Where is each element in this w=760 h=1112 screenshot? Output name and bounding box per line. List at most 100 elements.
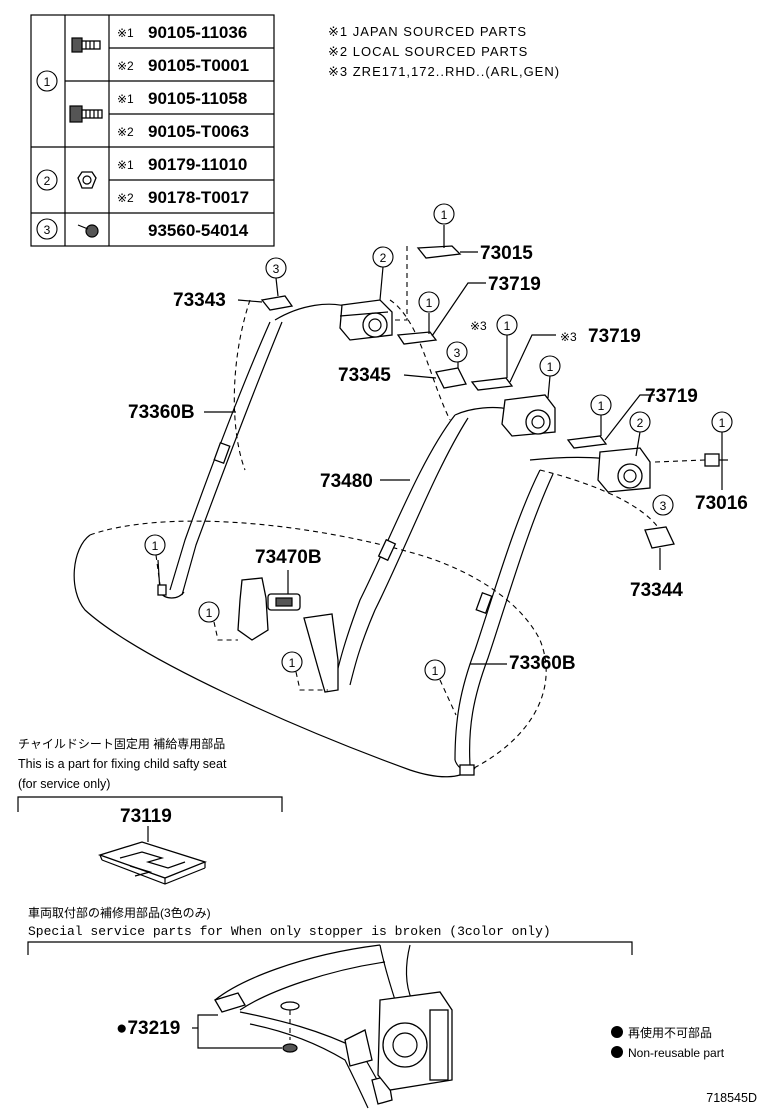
svg-text:1: 1 [289, 656, 296, 670]
stopper-detail-illustration [214, 944, 453, 1109]
callout-73719a: 73719 [488, 274, 541, 295]
svg-text:※2: ※2 [117, 125, 134, 139]
stopper-retractor [377, 991, 453, 1091]
flange-bolt-icon [69, 105, 103, 123]
parts-table: 1 2 3 ※1 9 [30, 14, 275, 247]
center-seat-belt-assembly [334, 394, 556, 686]
svg-text:1: 1 [441, 208, 448, 222]
callout-73345: 73345 [338, 365, 391, 386]
right-retractor [597, 447, 651, 493]
marker-1: 1 [539, 355, 561, 399]
svg-text:Non-reusable part: Non-reusable part [628, 1046, 725, 1060]
child-seat-section: チャイルドシート固定用 補給専用部品 This is a part for fi… [17, 736, 283, 885]
svg-text:3: 3 [44, 223, 51, 237]
anchor-cover-73343: 73343 [173, 290, 294, 311]
callout-73343: 73343 [173, 290, 226, 311]
left-retractor [339, 299, 393, 341]
legend: 再使用不可部品 Non-reusable part [611, 1025, 725, 1060]
marker-2: 2 [372, 246, 394, 301]
svg-text:1: 1 [432, 664, 439, 678]
svg-text:2: 2 [380, 251, 387, 265]
svg-text:90105-11036: 90105-11036 [148, 23, 247, 42]
plate-73719-rhd [470, 334, 556, 391]
svg-text:車両取付部の補修用部品(3色のみ): 車両取付部の補修用部品(3色のみ) [28, 905, 211, 920]
seat-cushion-outline [73, 299, 661, 778]
marker-1: 1 [418, 291, 440, 313]
svg-text:1: 1 [44, 75, 51, 89]
marker-3: 3 [652, 494, 674, 516]
svg-text:90179-11010: 90179-11010 [148, 155, 247, 174]
table-group-marker: 3 [36, 218, 58, 240]
svg-text:1: 1 [719, 416, 726, 430]
plate-73719-upper [396, 282, 486, 345]
right-seat-belt-assembly [454, 447, 651, 776]
svg-text:※1: ※1 [117, 26, 134, 40]
callout-73015: 73015 [480, 243, 533, 264]
callout-73719b: 73719 [588, 326, 641, 347]
svg-text:90105-T0001: 90105-T0001 [148, 56, 249, 75]
marker-1: 1 [590, 394, 612, 416]
table-row: 93560-54014 [148, 221, 249, 240]
plate-73719-right [566, 394, 655, 449]
child-seat-anchor-73119 [97, 841, 207, 885]
marker-1: 1 [496, 314, 518, 336]
svg-text:Special service parts fo: Special service parts for When only stop… [28, 924, 551, 939]
svg-text:1: 1 [206, 606, 213, 620]
svg-text:This is a part for fixing chil: This is a part for fixing child safty se… [18, 757, 227, 771]
table-row: ※2 90178-T0017 [117, 188, 249, 207]
svg-text:1: 1 [598, 399, 605, 413]
nut-icon [77, 171, 97, 189]
bolt-73016 [654, 452, 728, 490]
callout-73119: 73119 [120, 806, 172, 827]
callout-73016: 73016 [695, 493, 748, 514]
svg-text:チャイルドシート固定用 補給専用部品: チャイルドシート固定用 補給専用部品 [18, 736, 225, 751]
table-group-marker: 1 [36, 70, 58, 92]
stopper-section: 車両取付部の補修用部品(3色のみ) Special service parts … [27, 905, 633, 1109]
diagram-id: 718545D [706, 1091, 757, 1105]
table-row: ※1 90105-11058 [117, 89, 247, 108]
svg-text:90105-11058: 90105-11058 [148, 89, 247, 108]
svg-text:2: 2 [637, 416, 644, 430]
marker-1: 1 [711, 411, 733, 452]
marker-1: 1 [433, 203, 455, 225]
marker-1: 1 [144, 534, 166, 586]
svg-text:1: 1 [426, 296, 433, 310]
marker-3: 3 [265, 257, 287, 297]
svg-text:1: 1 [504, 319, 511, 333]
svg-text:※3 ZRE171,172..RHD..(ARL,GEN): ※3 ZRE171,172..RHD..(ARL,GEN) [328, 64, 560, 79]
bracket-73015 [395, 225, 478, 321]
marker-2: 2 [629, 411, 651, 457]
svg-text:90178-T0017: 90178-T0017 [148, 188, 249, 207]
svg-text:2: 2 [44, 174, 51, 188]
table-row: ※1 90105-11036 [117, 23, 247, 42]
callout-73219: ●73219 [116, 1018, 180, 1039]
callout-73719c: 73719 [645, 386, 698, 407]
marker-1: 1 [424, 659, 457, 716]
left-seat-belt-assembly [157, 299, 393, 599]
table-row: ※1 90179-11010 [117, 155, 247, 174]
svg-text:93560-54014: 93560-54014 [148, 221, 249, 240]
svg-text:1: 1 [152, 539, 159, 553]
callout-73480: 73480 [320, 471, 373, 492]
callout-ref3: ※3 [470, 319, 487, 333]
svg-text:※2: ※2 [117, 191, 134, 205]
marker-3: 3 [446, 341, 468, 363]
table-row: ※2 90105-T0063 [117, 122, 249, 141]
anchor-cover-73344 [644, 526, 675, 570]
svg-text:3: 3 [660, 499, 667, 513]
callout-73470b: 73470B [255, 547, 322, 568]
svg-text:※1: ※1 [117, 92, 134, 106]
marker-1: 1 [198, 601, 238, 641]
svg-text:※2: ※2 [117, 59, 134, 73]
table-group-marker: 2 [36, 169, 58, 191]
marker-1: 1 [281, 651, 328, 691]
svg-text:※2 LOCAL SOURCED PARTS: ※2 LOCAL SOURCED PARTS [328, 44, 528, 59]
callout-73360b-right: 73360B [509, 653, 576, 674]
source-notes: ※1 JAPAN SOURCED PARTS ※2 LOCAL SOURCED … [328, 24, 560, 79]
flange-bolt-icon [71, 37, 101, 53]
svg-text:※1: ※1 [117, 158, 134, 172]
svg-text:1: 1 [547, 360, 554, 374]
svg-text:※1 JAPAN SOURCED PARTS: ※1 JAPAN SOURCED PARTS [328, 24, 527, 39]
svg-text:(for service only): (for service only) [18, 777, 110, 791]
